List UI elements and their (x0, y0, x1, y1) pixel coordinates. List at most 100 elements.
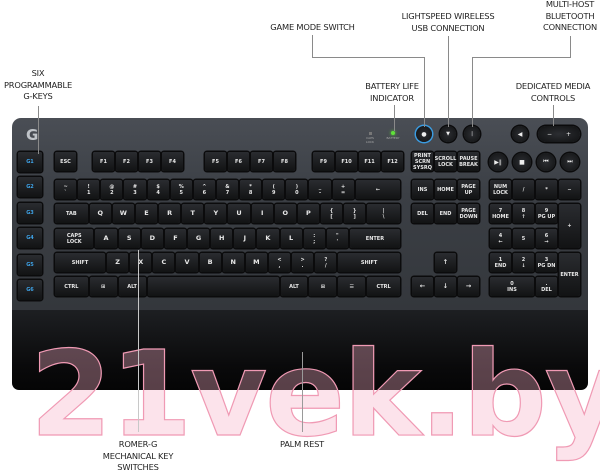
numpad-key[interactable]: 7 HOME (490, 204, 511, 223)
next-track-icon[interactable]: ⏭ (561, 153, 579, 171)
key[interactable]: ) 0 (286, 180, 308, 199)
key[interactable]: * 8 (240, 180, 262, 199)
numpad-key[interactable]: ENTER (559, 253, 580, 296)
key[interactable]: % 5 (170, 180, 192, 199)
fn-key[interactable]: F11 (359, 152, 380, 171)
key[interactable]: V (176, 253, 198, 272)
key[interactable]: < , (268, 253, 291, 272)
lightspeed-wireless-button[interactable]: ▼ (440, 126, 456, 142)
key[interactable]: H (211, 229, 233, 248)
key[interactable]: CAPS LOCK (55, 229, 94, 248)
key[interactable]: ~ ` (55, 180, 77, 199)
key[interactable]: ( 9 (263, 180, 285, 199)
key[interactable]: Z (107, 253, 129, 272)
arrow-left-key[interactable]: ← (412, 277, 433, 296)
g-key[interactable]: G2 (18, 177, 42, 197)
key[interactable]: Q (89, 204, 111, 223)
numpad-key[interactable]: 4 ← (490, 229, 511, 248)
key[interactable]: B (199, 253, 221, 272)
numpad-key[interactable]: . DEL (536, 277, 557, 296)
spacebar[interactable] (147, 277, 279, 296)
arrow-up-key[interactable]: ↑ (435, 253, 456, 272)
key[interactable]: N (222, 253, 244, 272)
key[interactable]: I (251, 204, 273, 223)
key[interactable]: G (187, 229, 210, 248)
fn-key[interactable]: SCROLL LOCK (435, 152, 456, 171)
key[interactable]: M (245, 253, 267, 272)
fn-key[interactable]: PAUSE BREAK (458, 152, 479, 171)
key[interactable]: E (135, 204, 158, 223)
numpad-key[interactable]: 0 INS (490, 277, 534, 296)
nav-key[interactable]: HOME (435, 180, 456, 199)
key[interactable]: R (159, 204, 181, 223)
fn-key[interactable]: F12 (382, 152, 403, 171)
key[interactable]: " ' (326, 229, 348, 248)
key[interactable]: P (297, 204, 319, 223)
numpad-key[interactable]: 6 → (536, 229, 557, 248)
fn-key[interactable]: F3 (139, 152, 160, 171)
numpad-key[interactable]: − (559, 180, 580, 199)
numpad-key[interactable]: NUM LOCK (490, 180, 511, 199)
key[interactable]: + = (332, 180, 354, 199)
key[interactable]: ? / (315, 253, 337, 272)
bluetooth-button[interactable]: ❘ (464, 126, 480, 142)
numpad-key[interactable]: 2 ↓ (513, 253, 534, 272)
nav-key[interactable]: DEL (412, 204, 433, 223)
key[interactable]: U (228, 204, 250, 223)
key[interactable]: J (234, 229, 256, 248)
volume-down-icon[interactable]: − (546, 130, 552, 138)
key[interactable]: CTRL (55, 277, 88, 296)
nav-key[interactable]: PAGE UP (458, 180, 479, 199)
nav-key[interactable]: PAGE DOWN (458, 204, 479, 223)
key[interactable]: ! 1 (78, 180, 100, 199)
key[interactable]: D (141, 229, 163, 248)
numpad-key[interactable]: * (536, 180, 557, 199)
key[interactable]: ENTER (349, 229, 400, 248)
nav-key[interactable]: END (435, 204, 456, 223)
key[interactable]: ⊞ (309, 277, 337, 296)
numpad-key[interactable]: 5 (513, 229, 534, 248)
game-mode-switch[interactable]: ● (416, 126, 432, 142)
key[interactable]: X (130, 253, 152, 272)
key[interactable]: & 7 (216, 180, 239, 199)
numpad-key[interactable]: + (559, 204, 580, 248)
key[interactable]: F (164, 229, 186, 248)
key[interactable]: _ - (309, 180, 331, 199)
key[interactable]: SHIFT (55, 253, 106, 272)
fn-key[interactable]: PRINT SCRN SYSRQ (412, 152, 433, 171)
fn-key[interactable]: F8 (274, 152, 295, 171)
g-key[interactable]: G5 (18, 255, 42, 275)
fn-key[interactable]: F9 (313, 152, 334, 171)
volume-rocker[interactable]: −+ (538, 126, 580, 142)
fn-key[interactable]: F4 (162, 152, 183, 171)
key[interactable]: CTRL (367, 277, 400, 296)
arrow-down-key[interactable]: ↓ (435, 277, 456, 296)
volume-up-icon[interactable]: + (566, 130, 572, 138)
key[interactable]: Y (205, 204, 227, 223)
fn-key[interactable]: F2 (116, 152, 137, 171)
mute-button[interactable]: ◀ (512, 126, 528, 142)
key[interactable]: $ 4 (147, 180, 169, 199)
key[interactable]: TAB (55, 204, 88, 223)
key[interactable]: ALT (118, 277, 146, 296)
key[interactable]: W (112, 204, 134, 223)
previous-track-icon[interactable]: ⏮ (537, 153, 555, 171)
g-key[interactable]: G3 (18, 203, 42, 223)
key[interactable]: @ 2 (101, 180, 123, 199)
play-pause-icon[interactable]: ▶∥ (489, 153, 507, 171)
key[interactable]: ⊞ (89, 277, 117, 296)
key[interactable]: K (257, 229, 279, 248)
fn-key[interactable]: F10 (336, 152, 357, 171)
numpad-key[interactable]: 9 PG UP (536, 204, 557, 223)
key[interactable]: SHIFT (338, 253, 400, 272)
fn-key[interactable]: F7 (251, 152, 272, 171)
numpad-key[interactable]: 1 END (490, 253, 511, 272)
g-key[interactable]: G4 (18, 228, 42, 248)
key[interactable]: ALT (280, 277, 308, 296)
key[interactable]: A (95, 229, 117, 248)
numpad-key[interactable]: 3 PG DN (536, 253, 557, 272)
numpad-key[interactable]: 8 ↑ (513, 204, 534, 223)
key[interactable]: } ] (344, 204, 366, 223)
key[interactable]: S (118, 229, 140, 248)
key[interactable]: O (274, 204, 296, 223)
